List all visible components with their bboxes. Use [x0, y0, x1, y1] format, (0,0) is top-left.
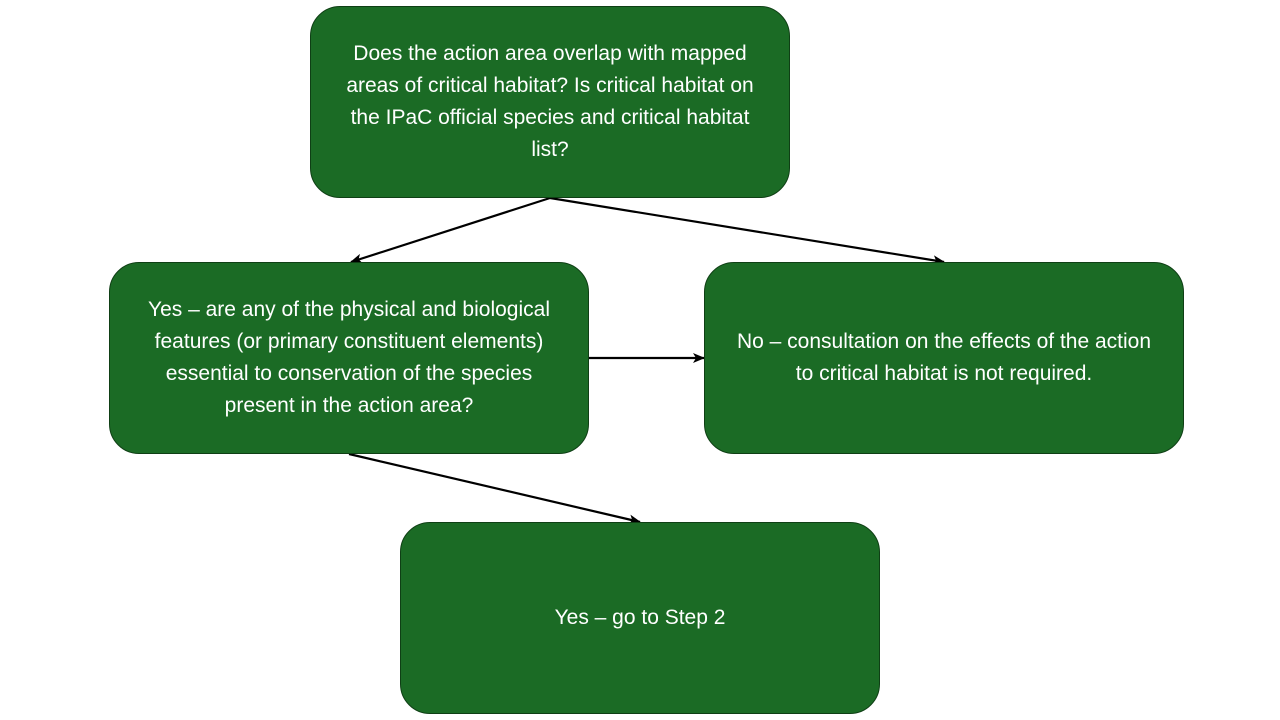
node-no-consultation: No – consultation on the effects of the … — [704, 262, 1184, 454]
node-critical-habitat-question-text: Does the action area overlap with mapped… — [346, 42, 754, 161]
node-go-to-step-2: Yes – go to Step 2 — [400, 522, 880, 714]
connector-question-to-no — [549, 196, 945, 266]
connector-yes-to-step2 — [348, 452, 641, 525]
node-critical-habitat-question: Does the action area overlap with mapped… — [310, 6, 790, 198]
node-no-consultation-text: No – consultation on the effects of the … — [736, 330, 1152, 385]
connector-question-to-yes — [350, 196, 551, 264]
node-yes-features-question: Yes – are any of the physical and biolog… — [109, 262, 589, 454]
node-yes-features-question-text: Yes – are any of the physical and biolog… — [148, 298, 550, 417]
node-go-to-step-2-text: Yes – go to Step 2 — [554, 606, 726, 629]
